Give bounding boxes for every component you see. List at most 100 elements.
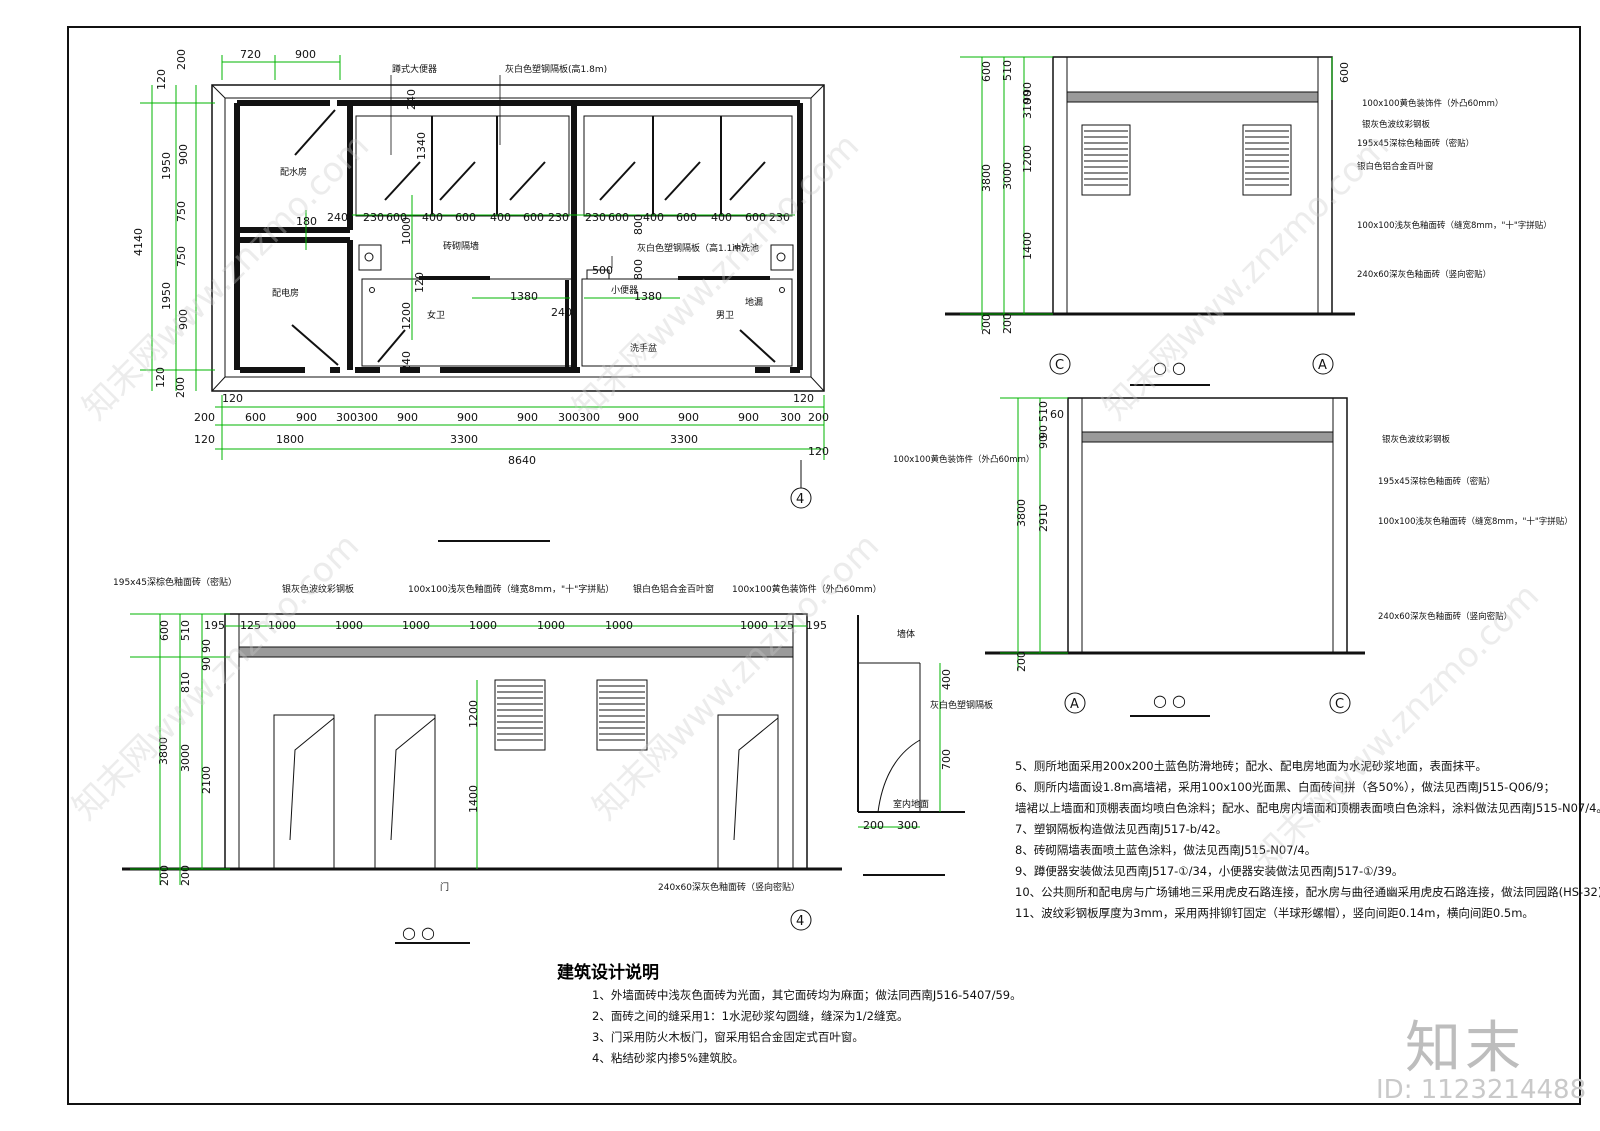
right2-label-yellow: 100x100黄色装饰件（外凸60mm） <box>893 454 1034 465</box>
plan-dim-120: 120 <box>413 272 426 293</box>
plan-bottom-8: 900 <box>517 411 538 424</box>
plan-row-right-7: 230 <box>769 211 790 224</box>
right2-mid-2910: 2910 <box>1037 504 1050 532</box>
plan-bottom-6: 900 <box>397 411 418 424</box>
plan-dim-120-top: 120 <box>155 69 168 90</box>
notes-right: 5、厕所地面采用200x200土蓝色防滑地砖；配水、配电房地面为水泥砂浆地面，表… <box>1015 756 1600 924</box>
right1-inner-90b: 90 <box>1021 90 1034 104</box>
right-elevation-1: 600 3800 200 510 3000 200 90 90 310 1200… <box>945 56 1552 386</box>
note-1: 1、外墙面砖中浅灰色面砖为光面，其它面砖均为麻面；做法同西南J516-5407/… <box>592 988 1022 1002</box>
plan-dim-120-bot: 120 <box>154 367 167 388</box>
right1-label-dark-gray: 240x60深灰色釉面砖（竖向密贴） <box>1357 269 1491 280</box>
front-mid-200: 200 <box>179 865 192 886</box>
plan-row-right-6: 600 <box>745 211 766 224</box>
plan-dim-180: 180 <box>296 215 317 228</box>
plan-dim-240d: 240 <box>400 351 413 372</box>
plan-bottom2-2: 1800 <box>276 433 304 446</box>
plan-corner-120a: 120 <box>222 392 243 405</box>
plan-dim-900b: 900 <box>177 309 190 330</box>
front-mid-3000: 3000 <box>179 744 192 772</box>
plan-row-left-5: 400 <box>490 211 511 224</box>
plan-top-dim-1: 720 <box>240 48 261 61</box>
plan-bottom-14: 300 <box>780 411 801 424</box>
front-top-9: 1000 <box>740 619 768 632</box>
note-6: 6、厕所内墙面设1.8m高墙裙，采用100x100光面黑、白面砖间拼（各50%）… <box>1015 780 1556 794</box>
plan-bottom2-1: 120 <box>194 433 215 446</box>
note-9: 9、蹲便器安装做法见西南J517-①/34，小便器安装做法见西南J517-①/3… <box>1015 864 1404 878</box>
right2-mid-90a: 90 <box>1037 425 1050 439</box>
plan-bottom-5: 300 <box>357 411 378 424</box>
right2-title-circles: ○ ○ <box>1153 691 1186 710</box>
plan-row-left-6: 600 <box>523 211 544 224</box>
plan-row-left-3: 400 <box>422 211 443 224</box>
right2-label-silver: 银灰色波纹彩钢板 <box>1382 434 1451 445</box>
detail-dim-400: 400 <box>940 669 953 690</box>
plan-corner-120b: 120 <box>793 392 814 405</box>
right2-label-brown: 195x45深棕色釉面砖（密贴） <box>1378 476 1495 487</box>
plan-dim-750b: 750 <box>175 246 188 267</box>
front-top-6: 1000 <box>469 619 497 632</box>
front-mid-510: 510 <box>179 620 192 641</box>
plan-dim-240a: 240 <box>405 89 418 110</box>
plan-dim-240b: 240 <box>327 211 348 224</box>
notes-title: 建筑设计说明 <box>557 963 659 983</box>
plan-dim-200-bot: 200 <box>174 377 187 398</box>
note-11: 11、波纹彩钢板厚度为3mm，采用两排铆钉固定（半球形螺帽），竖向间距0.14m… <box>1015 906 1534 920</box>
label-wash-pool: 冲洗池 <box>732 242 759 254</box>
note-8: 8、砖砌隔墙表面喷土蓝色涂料，做法见西南J515-N07/4。 <box>1015 843 1317 857</box>
front-label-louver: 银白色铝合金百叶窗 <box>633 583 714 595</box>
label-gray-partition: 灰白色塑钢隔板(高1.8m) <box>505 63 607 75</box>
right1-axis-right: A <box>1318 358 1327 373</box>
right1-mid-3000: 3000 <box>1001 162 1014 190</box>
plan-dim-1380a: 1380 <box>510 290 538 303</box>
plan-dim-1200: 1200 <box>400 302 413 330</box>
right2-top-60: 60 <box>1050 408 1064 421</box>
front-top-2: 125 <box>240 619 261 632</box>
right1-title-circles: ○ ○ <box>1153 358 1186 377</box>
front-title-circles: ○ ○ <box>402 923 435 942</box>
plan-dim-1000: 1000 <box>400 217 413 245</box>
note-10: 10、公共厕所和配电房与广场铺地三采用虎皮石路连接，配水房与曲径通幽采用虎皮石路… <box>1015 885 1600 899</box>
plan-dim-200-top: 200 <box>175 49 188 70</box>
note-2: 2、面砖之间的缝采用1：1水泥砂浆勾圆缝，缝深为1/2缝宽。 <box>592 1009 909 1023</box>
label-power-room: 配电房 <box>272 287 299 299</box>
plan-row-right-1: 230 <box>585 211 606 224</box>
plan-row-left-2: 600 <box>386 211 407 224</box>
label-squat-toilet: 蹲式大便器 <box>392 63 437 75</box>
brand-logo: 知末 <box>1405 1016 1525 1081</box>
front-top-3: 1000 <box>268 619 296 632</box>
front-axis-label: 4 <box>796 914 804 929</box>
plan-bottom-1: 200 <box>194 411 215 424</box>
front-label-silver-steel: 银灰色波纹彩钢板 <box>282 583 354 595</box>
right2-axis-left: A <box>1070 697 1079 712</box>
plan-bottom-12: 900 <box>678 411 699 424</box>
right2-label-dark-gray: 240x60深灰色釉面砖（竖向密贴） <box>1378 611 1512 622</box>
front-top-1: 195 <box>204 619 225 632</box>
front-inner-90b: 90 <box>200 657 213 671</box>
label-basin: 洗手盆 <box>630 342 657 354</box>
front-left-200a: 200 <box>158 865 171 886</box>
plan-row-right-4: 600 <box>676 211 697 224</box>
right2-outer-200: 200 <box>1015 651 1028 672</box>
detail-floor: 室内地面 <box>893 798 929 810</box>
plan-dim-1950a: 1950 <box>160 152 173 180</box>
plan-bottom2-4: 3300 <box>670 433 698 446</box>
plan-total-length: 8640 <box>508 454 536 467</box>
plan-dim-1950b: 1950 <box>160 282 173 310</box>
plan-dim-240c: 240 <box>551 306 572 319</box>
plan-dim-1340: 1340 <box>415 132 428 160</box>
right1-inner-1400: 1400 <box>1021 232 1034 260</box>
right1-inner-1200: 1200 <box>1021 145 1034 173</box>
plan-row-right-2: 600 <box>608 211 629 224</box>
plan-row-left-1: 230 <box>363 211 384 224</box>
front-win-1400: 1400 <box>467 785 480 813</box>
right1-outer-200: 200 <box>980 314 993 335</box>
front-left-600: 600 <box>158 620 171 641</box>
front-top-10: 125 <box>773 619 794 632</box>
label-brick-wall: 砖砌隔墙 <box>443 240 479 252</box>
plan-bottom-3: 900 <box>296 411 317 424</box>
plan-corner-120c: 120 <box>808 445 829 458</box>
front-top-5: 1000 <box>402 619 430 632</box>
notes-left: 1、外墙面砖中浅灰色面砖为光面，其它面砖均为麻面；做法同西南J516-5407/… <box>592 985 1022 1069</box>
note-7: 7、塑钢隔板构造做法见西南J517-b/42。 <box>1015 822 1228 836</box>
